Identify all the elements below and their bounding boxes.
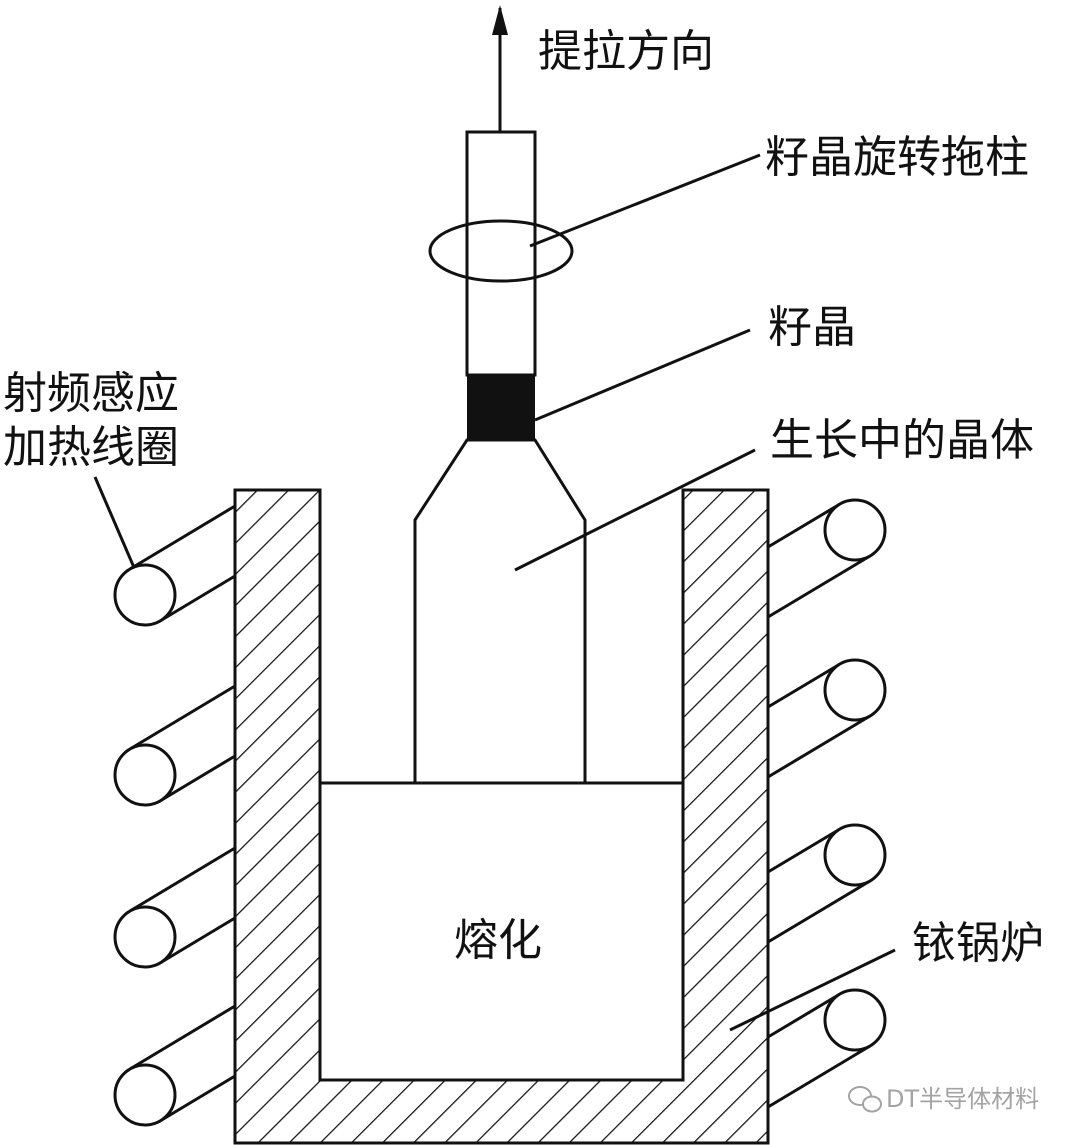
melt-label: 熔化 [454,915,542,966]
seed-crystal [467,375,535,440]
watermark-text: DT半导体材料 [886,1085,1039,1113]
pull-direction-label: 提拉方向 [538,26,714,77]
leader-line [729,948,896,1032]
crucible-wall [233,488,770,1145]
leader-line [529,153,761,248]
rf-coil-left [113,504,236,1127]
melt [318,781,685,1082]
rf-coil-label-line1: 射频感应 [3,368,179,419]
seed-rotation-rod [465,130,537,377]
seed-crystal-label: 籽晶 [768,302,856,353]
arrowhead-icon [492,5,508,35]
growing-crystal-label: 生长中的晶体 [770,415,1034,466]
rotation-ellipse [428,219,574,283]
watermark: DT半导体材料 [848,1085,1039,1113]
rf-coil-label-line2: 加热线圈 [3,422,179,473]
growing-crystal [413,438,587,783]
seed-rotation-rod-label: 籽晶旋转拖柱 [765,132,1029,183]
wechat-icon [848,1086,882,1113]
leader-line [534,328,751,422]
rf-coil-right [767,498,887,1109]
crucible-label: 铱锅炉 [912,918,1044,969]
leader-line [514,448,756,572]
